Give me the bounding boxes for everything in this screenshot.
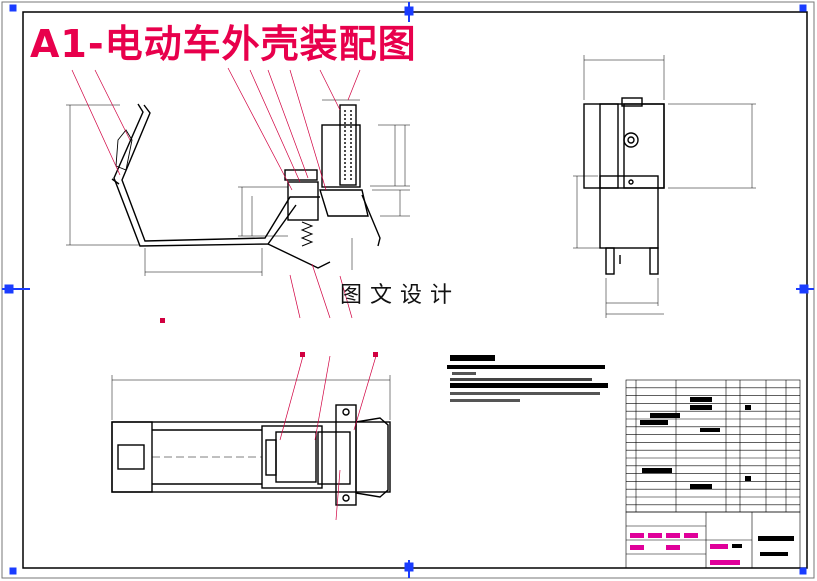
front-view-dimensions (66, 99, 410, 276)
title-block (625, 511, 801, 569)
parts-list-table (625, 379, 801, 513)
front-elevation-view (111, 103, 381, 269)
side-view-dimensions (573, 55, 756, 318)
drawing-title: A1-电动车外壳装配图 (30, 22, 417, 66)
parts-list-fills (640, 397, 751, 489)
top-view-dimensions (111, 375, 391, 420)
top-view-leaders (279, 355, 377, 521)
top-view-leader-markers (300, 352, 378, 357)
title-block-fills (732, 536, 794, 556)
side-elevation-view (583, 97, 665, 275)
front-view-leaders (71, 67, 361, 319)
design-watermark: 图文设计 (340, 283, 461, 308)
top-plan-view (111, 404, 391, 506)
leader-marker (160, 318, 165, 323)
technical-notes-block (447, 355, 608, 402)
title-block-marks (630, 533, 740, 565)
